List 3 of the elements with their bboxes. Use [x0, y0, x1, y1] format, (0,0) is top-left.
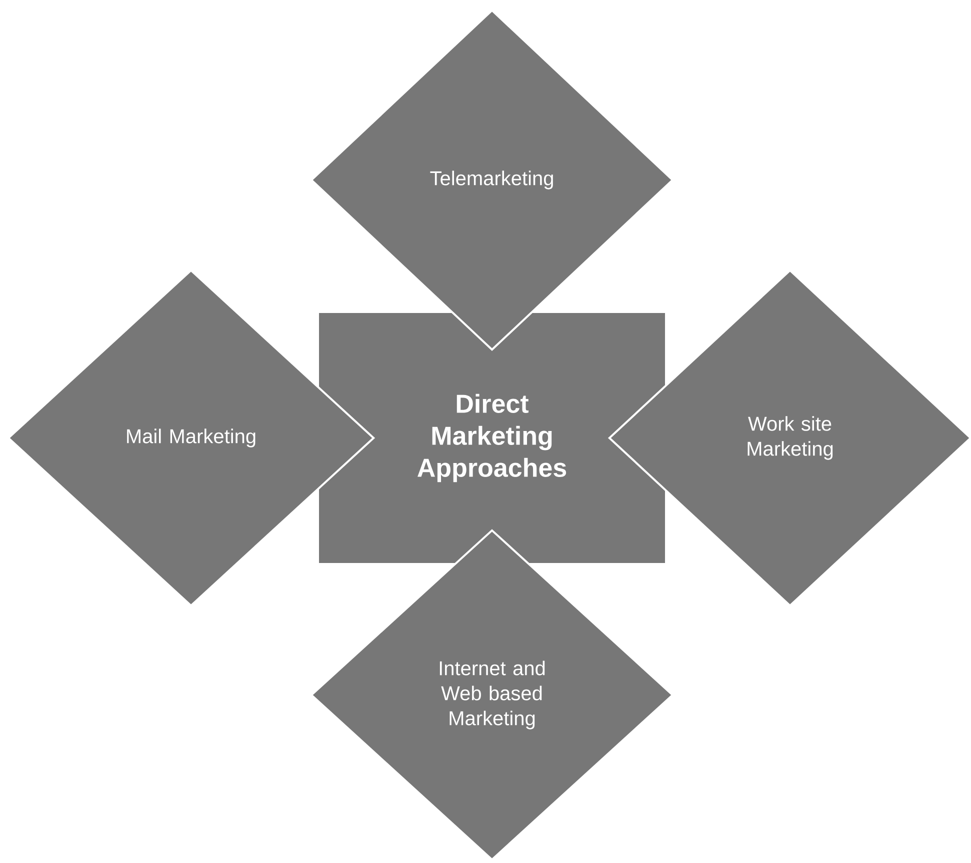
node-label: Work site Marketing [748, 416, 833, 460]
center-box: Direct Marketing Approaches [319, 313, 665, 563]
node-label: Internet and Web based Marketing [440, 660, 545, 730]
